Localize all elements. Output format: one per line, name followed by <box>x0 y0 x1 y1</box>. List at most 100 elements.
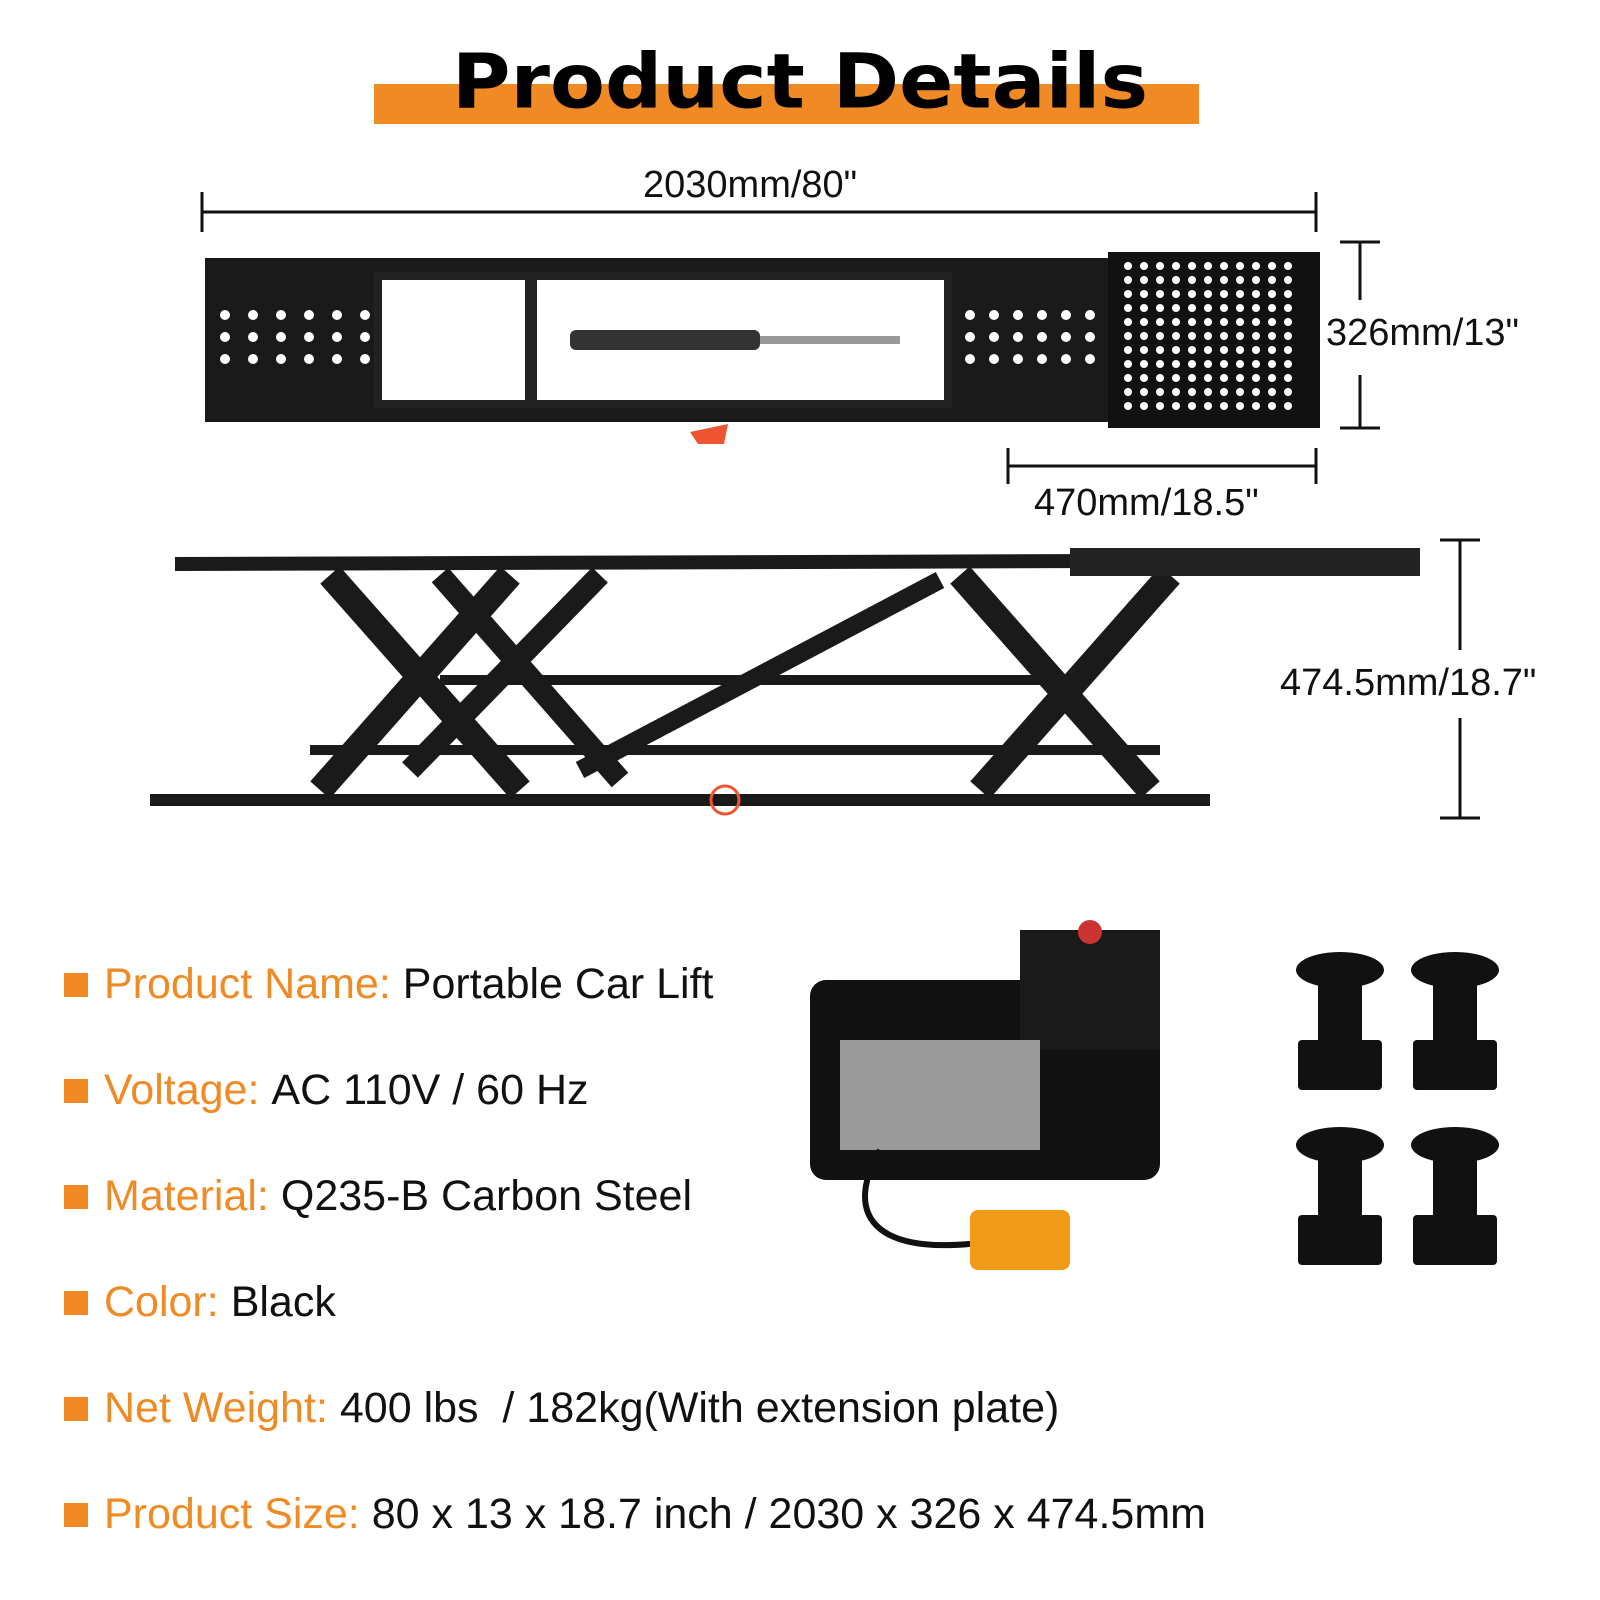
perforation-hole <box>1284 346 1292 354</box>
perforation-hole <box>1204 332 1212 340</box>
perforation-hole <box>1172 360 1180 368</box>
perforation-hole <box>1220 304 1228 312</box>
perforation-hole <box>276 332 286 342</box>
lift-side-view-image <box>150 548 1421 816</box>
perforation-hole <box>1140 290 1148 298</box>
perforation-hole <box>1013 354 1023 364</box>
perforation-hole <box>1204 304 1212 312</box>
perforation-hole <box>1204 262 1212 270</box>
perforation-hole <box>1188 318 1196 326</box>
perforation-hole <box>1284 388 1292 396</box>
perforation-hole <box>1268 318 1276 326</box>
perforation-hole <box>965 354 975 364</box>
lift-top-view-image <box>205 252 1320 444</box>
perforation-hole <box>1172 332 1180 340</box>
perforation-hole <box>332 310 342 320</box>
perforation-hole <box>1085 354 1095 364</box>
perforation-hole <box>1172 402 1180 410</box>
perforation-hole <box>220 332 230 342</box>
perforation-hole <box>965 310 975 320</box>
perforation-hole <box>1268 304 1276 312</box>
bullet-square-icon <box>64 1502 88 1527</box>
rubber-pads-image <box>1296 952 1499 1265</box>
perforation-hole <box>1284 332 1292 340</box>
perforation-hole <box>1252 360 1260 368</box>
perforation-hole <box>1268 276 1276 284</box>
perforation-hole <box>360 354 370 364</box>
spec-product-size: Product Size:80 x 13 x 18.7 inch / 2030 … <box>64 1490 1206 1539</box>
perforation-hole <box>1220 290 1228 298</box>
perforation-hole <box>989 310 999 320</box>
perforation-hole <box>1188 262 1196 270</box>
perforation-hole <box>1188 304 1196 312</box>
dimension-lines <box>200 192 1480 820</box>
perforation-hole <box>1124 290 1132 298</box>
bullet-square-icon <box>64 1078 88 1103</box>
perforation-hole <box>1188 360 1196 368</box>
perforation-hole <box>1172 388 1180 396</box>
perforation-hole <box>1172 304 1180 312</box>
perforation-hole <box>1188 402 1196 410</box>
perforation-hole <box>276 310 286 320</box>
perforation-hole <box>1252 318 1260 326</box>
perforation-hole <box>1204 388 1212 396</box>
perforation-hole <box>1236 318 1244 326</box>
perforation-hole <box>1220 402 1228 410</box>
perforation-hole <box>1252 374 1260 382</box>
perforation-hole <box>1140 262 1148 270</box>
perforation-hole <box>1252 332 1260 340</box>
perforation-hole <box>1204 374 1212 382</box>
perforation-hole <box>1204 318 1212 326</box>
perforation-hole <box>1284 290 1292 298</box>
perforation-hole <box>1037 332 1047 342</box>
perforation-hole <box>1204 276 1212 284</box>
perforation-hole <box>989 354 999 364</box>
perforation-hole <box>1124 360 1132 368</box>
perforation-hole <box>1236 276 1244 284</box>
perforation-hole <box>1085 310 1095 320</box>
bullet-square-icon <box>64 1396 88 1421</box>
perforation-hole <box>360 332 370 342</box>
perforation-hole <box>1268 290 1276 298</box>
perforation-hole <box>1156 388 1164 396</box>
perforation-hole <box>1156 290 1164 298</box>
perforation-hole <box>1220 332 1228 340</box>
perforation-hole <box>1037 310 1047 320</box>
perforation-hole <box>1124 346 1132 354</box>
spec-material: Material:Q235-B Carbon Steel <box>64 1172 692 1221</box>
perforation-hole <box>1140 304 1148 312</box>
bullet-square-icon <box>64 972 88 997</box>
perforation-hole <box>1124 304 1132 312</box>
perforation-hole <box>360 310 370 320</box>
perforation-hole <box>1220 262 1228 270</box>
perforation-hole <box>1284 304 1292 312</box>
perforation-hole <box>1188 346 1196 354</box>
perforation-hole <box>1236 262 1244 270</box>
perforation-hole <box>276 354 286 364</box>
perforation-hole <box>1156 262 1164 270</box>
perforation-hole <box>1124 402 1132 410</box>
hydraulic-pump-image <box>810 920 1160 1270</box>
perforation-hole <box>1172 262 1180 270</box>
perforation-hole <box>1268 374 1276 382</box>
perforation-hole <box>1220 388 1228 396</box>
bullet-square-icon <box>64 1184 88 1209</box>
perforation-hole <box>1236 290 1244 298</box>
perforation-hole <box>1236 388 1244 396</box>
perforation-hole <box>1013 332 1023 342</box>
perforation-hole <box>1140 402 1148 410</box>
page-title: Product Details <box>451 37 1149 126</box>
perforation-hole <box>1284 402 1292 410</box>
perforation-hole <box>1252 290 1260 298</box>
perforation-hole <box>1156 318 1164 326</box>
perforation-hole <box>1236 402 1244 410</box>
perforation-hole <box>1236 374 1244 382</box>
perforation-hole <box>248 354 258 364</box>
perforation-hole <box>1188 276 1196 284</box>
spec-voltage: Voltage:AC 110V / 60 Hz <box>64 1066 589 1115</box>
perforation-hole <box>1172 346 1180 354</box>
perforation-hole <box>1252 276 1260 284</box>
perforation-hole <box>1204 346 1212 354</box>
perforation-hole <box>1220 276 1228 284</box>
perforation-hole <box>1236 332 1244 340</box>
